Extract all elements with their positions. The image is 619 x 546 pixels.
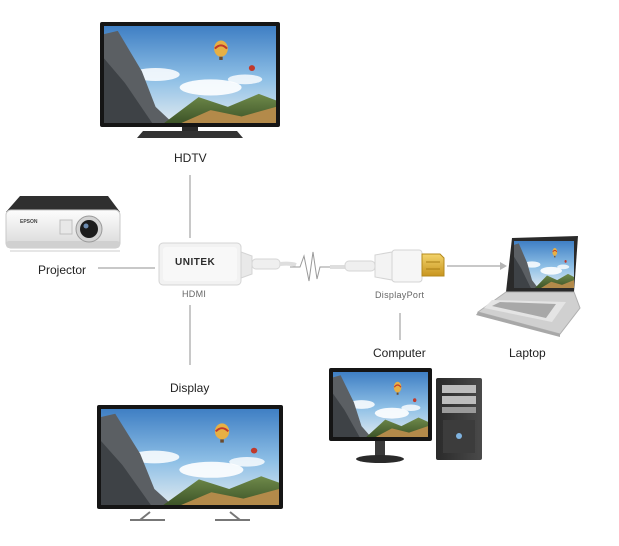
adapter-brand-label: UNITEK xyxy=(175,257,216,268)
hdmi-adapter-icon xyxy=(158,242,297,286)
laptop-arrow-icon xyxy=(500,262,507,270)
displayport-label: DisplayPort xyxy=(375,290,425,300)
monitor-icon xyxy=(97,405,283,521)
tv-icon xyxy=(100,22,280,138)
laptop-icon xyxy=(476,236,581,337)
projector-label: Projector xyxy=(38,263,87,277)
laptop-label: Laptop xyxy=(509,346,546,360)
hdmi-label: HDMI xyxy=(182,289,207,299)
display-label: Display xyxy=(170,381,210,395)
cable-break-icon xyxy=(290,251,330,282)
computer-label: Computer xyxy=(373,346,426,360)
desktop-computer-icon xyxy=(329,368,482,463)
projector-icon xyxy=(5,196,121,252)
displayport-plug-icon xyxy=(344,249,445,283)
projector-brand-label: EPSON xyxy=(20,219,38,225)
hdtv-label: HDTV xyxy=(174,151,207,165)
